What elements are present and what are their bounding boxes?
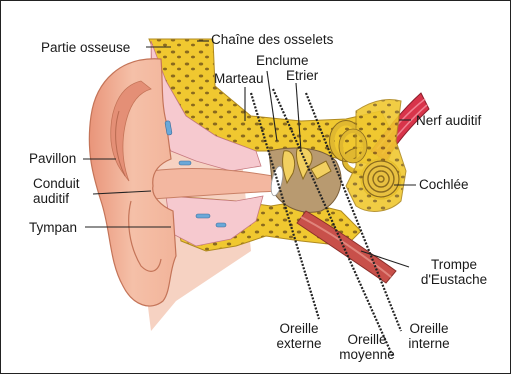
label-trompe-line2: d'Eustache [413, 272, 495, 287]
label-conduit-line2: auditif [33, 191, 93, 206]
label-cochlee: Cochlée [419, 177, 469, 192]
label-oreille-moyenne: Oreille moyenne [336, 332, 398, 362]
label-etrier: Etrier [286, 68, 318, 83]
label-nerf-auditif: Nerf auditif [416, 113, 481, 128]
label-interne-line2: interne [401, 336, 457, 351]
label-interne-line1: Oreille [401, 321, 457, 336]
label-oreille-externe: Oreille externe [269, 321, 329, 351]
label-pavillon: Pavillon [29, 151, 76, 166]
label-moyenne-line2: moyenne [336, 347, 398, 362]
label-oreille-interne: Oreille interne [401, 321, 457, 351]
label-chaine-osselets: Chaîne des osselets [211, 32, 333, 47]
label-trompe-eustache: Trompe d'Eustache [413, 257, 495, 287]
label-conduit-line1: Conduit [33, 176, 93, 191]
ear-canal [151, 169, 279, 199]
label-moyenne-line1: Oreille [336, 332, 398, 347]
label-externe-line1: Oreille [269, 321, 329, 336]
label-partie-osseuse: Partie osseuse [41, 40, 130, 55]
label-tympan: Tympan [29, 220, 77, 235]
label-trompe-line1: Trompe [413, 257, 495, 272]
label-conduit-auditif: Conduit auditif [33, 176, 93, 206]
label-marteau: Marteau [214, 71, 264, 86]
label-externe-line2: externe [269, 336, 329, 351]
label-enclume: Enclume [256, 53, 309, 68]
